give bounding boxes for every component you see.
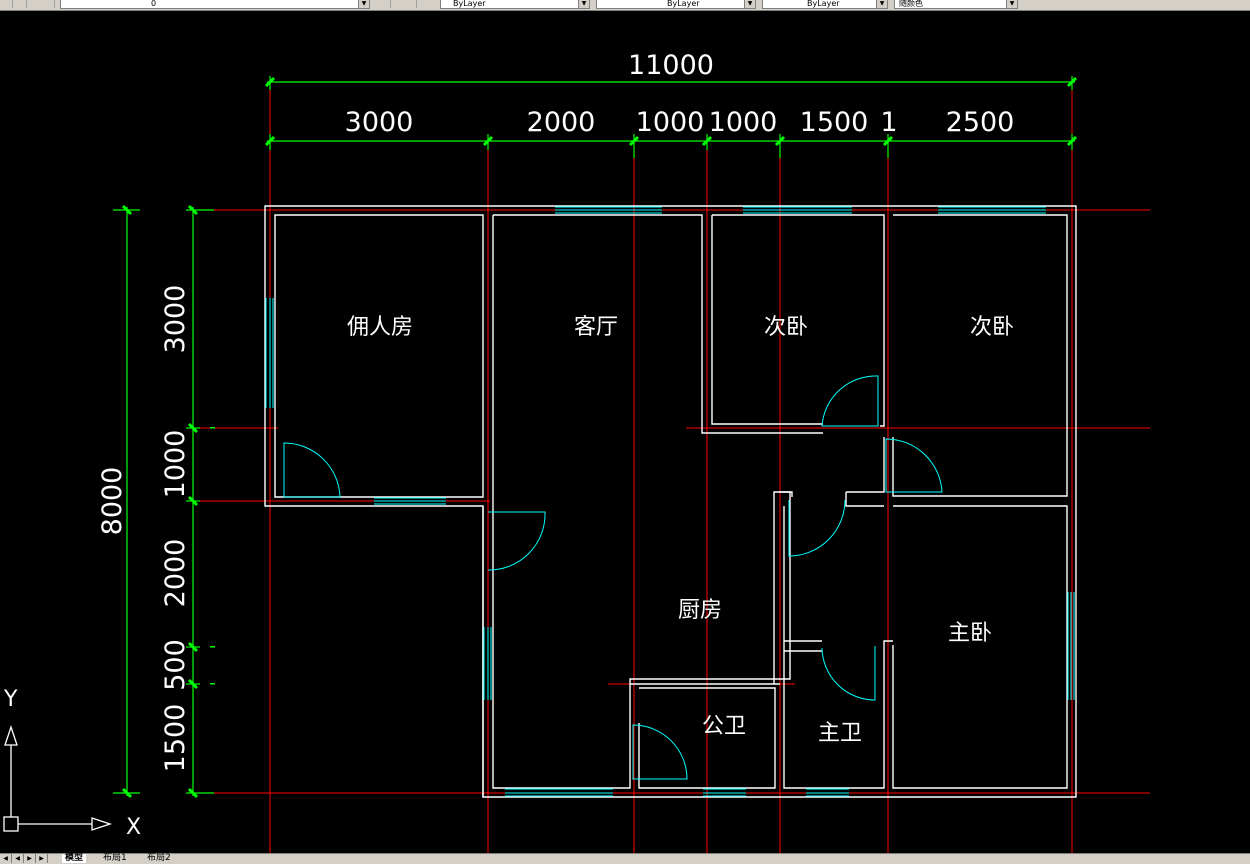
dim-segment: 1000 <box>636 107 705 138</box>
room-label-kitchen: 厨房 <box>678 598 722 623</box>
plotstyle-dropdown[interactable]: 随颜色 ▼ <box>894 0 1018 9</box>
color-dropdown[interactable]: ByLayer ▼ <box>440 0 590 9</box>
properties-toolbar: 0 ▼ ByLayer ▼ ByLayer ▼ ByLayer ▼ 随颜色 ▼ <box>0 0 1250 11</box>
first-tab-icon[interactable]: ◀ <box>0 854 12 863</box>
extension-tick <box>210 683 215 685</box>
dim-vertical-segment: 1000 <box>160 430 191 499</box>
room-label-living: 客厅 <box>574 315 618 340</box>
color-value: ByLayer <box>453 0 486 8</box>
layer-dropdown[interactable]: 0 ▼ <box>60 0 370 9</box>
chevron-down-icon: ▼ <box>876 0 887 8</box>
dim-segment: 1500 <box>800 107 869 138</box>
plotstyle-value: 随颜色 <box>899 0 923 8</box>
dim-vertical-segment: 1500 <box>160 704 191 773</box>
layer-previous-button[interactable] <box>378 0 391 8</box>
last-tab-icon[interactable]: ▶ <box>36 854 48 863</box>
next-tab-icon[interactable]: ▶ <box>24 854 36 863</box>
chevron-down-icon: ▼ <box>358 0 369 8</box>
walls <box>264 205 1077 798</box>
linetype-value: ByLayer <box>667 0 700 8</box>
lineweight-dropdown[interactable]: ByLayer ▼ <box>762 0 888 9</box>
room-label-bedroom: 次卧 <box>970 315 1014 340</box>
dim-overall-width: 11000 <box>628 50 714 81</box>
doors <box>283 375 943 780</box>
extension-tick <box>210 427 215 429</box>
ucs-x-label: X <box>126 815 141 840</box>
chevron-down-icon: ▼ <box>578 0 589 8</box>
dim-overall-height: 8000 <box>97 467 128 536</box>
ucs-y-label: Y <box>3 687 18 712</box>
dim-segment: 2000 <box>527 107 596 138</box>
chevron-down-icon: ▼ <box>744 0 755 8</box>
tab-model[interactable]: 模型 <box>62 854 87 863</box>
chevron-down-icon: ▼ <box>1006 0 1017 8</box>
room-label-bedroom: 次卧 <box>764 315 808 340</box>
extension-tick <box>210 646 215 648</box>
dim-segment: 3000 <box>345 107 414 138</box>
tab-layout2[interactable]: 布局2 <box>147 853 171 863</box>
linetype-dropdown[interactable]: ByLayer ▼ <box>596 0 756 9</box>
axis-grid <box>193 76 1150 853</box>
toolbar-button[interactable] <box>14 0 27 8</box>
tab-layout1[interactable]: 布局1 <box>103 853 127 863</box>
layer-manager-button[interactable] <box>42 0 55 8</box>
dimension-ticks <box>121 76 1078 799</box>
room-label-master: 主卧 <box>948 621 992 646</box>
drawing-canvas[interactable]: 11000 3000 2000 1000 1000 1500 1 2500 80… <box>0 10 1250 853</box>
room-label-master-bath: 主卫 <box>818 721 862 746</box>
dim-segment: 1 <box>880 107 897 138</box>
layer-value: 0 <box>151 0 157 8</box>
toolbar-button[interactable] <box>0 0 13 8</box>
dim-segment: 1000 <box>709 107 778 138</box>
dim-vertical-segment: 3000 <box>160 285 191 354</box>
prev-tab-icon[interactable]: ◀ <box>12 854 24 863</box>
dim-vertical-segment: 500 <box>160 639 191 691</box>
dim-segment: 2500 <box>946 107 1015 138</box>
room-label-public-bath: 公卫 <box>702 714 746 739</box>
dim-vertical-segment: 2000 <box>160 539 191 608</box>
lineweight-value: ByLayer <box>807 0 840 8</box>
ucs-icon <box>3 724 113 832</box>
windows <box>265 206 1075 797</box>
room-label-servant: 佣人房 <box>347 315 413 340</box>
layout-tabbar: ◀ ◀ ▶ ▶ 模型 布局1 布局2 <box>0 853 1250 864</box>
dimension-lines <box>113 76 1075 796</box>
layer-tools-button[interactable] <box>404 0 417 8</box>
